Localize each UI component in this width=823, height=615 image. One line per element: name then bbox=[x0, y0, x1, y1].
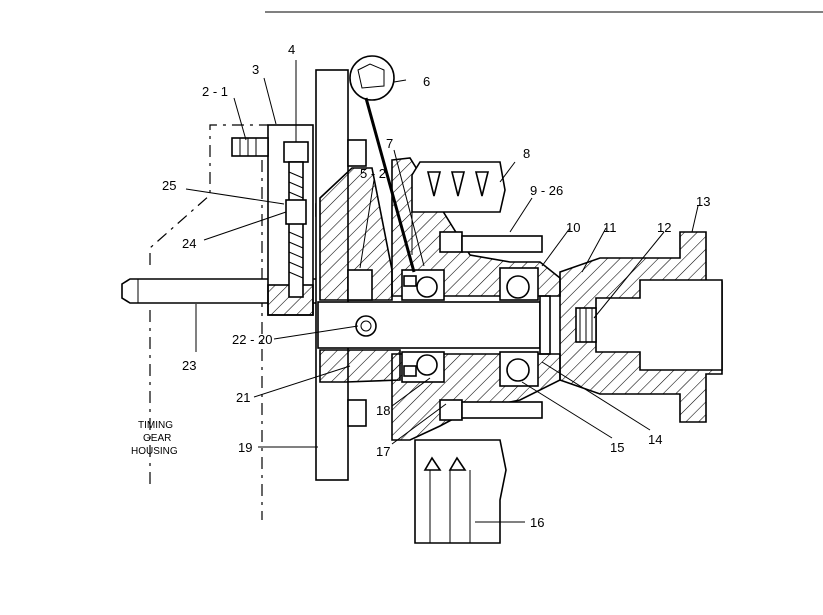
hub-housing-part bbox=[319, 167, 401, 383]
callout-21: 21 bbox=[236, 390, 250, 405]
callout-23: 23 bbox=[182, 358, 196, 373]
seal-detail-inset bbox=[349, 55, 416, 273]
housing-label-line3: HOUSING bbox=[131, 446, 178, 457]
pulley-top-part bbox=[411, 161, 506, 255]
callout-17: 17 bbox=[376, 444, 390, 459]
timing-gear-housing-label: TIMING GEAR HOUSING bbox=[131, 420, 178, 457]
callout-22-20: 22 - 20 bbox=[232, 332, 272, 347]
callout-12: 12 bbox=[657, 220, 671, 235]
housing-label-line2: GEAR bbox=[143, 433, 171, 444]
main-shaft-part bbox=[317, 295, 551, 355]
callout-5-2: 5 - 2 bbox=[360, 166, 386, 181]
callout-16: 16 bbox=[530, 515, 544, 530]
pulley-bottom-part bbox=[414, 439, 507, 544]
callout-24: 24 bbox=[182, 236, 196, 251]
callout-8: 8 bbox=[523, 146, 530, 161]
callout-18: 18 bbox=[376, 403, 390, 418]
callout-6: 6 bbox=[423, 74, 430, 89]
callout-14: 14 bbox=[648, 432, 662, 447]
callout-2-1: 2 - 1 bbox=[202, 84, 228, 99]
bearing-parts bbox=[401, 267, 539, 387]
housing-label-line1: TIMING bbox=[138, 420, 173, 431]
callout-15: 15 bbox=[610, 440, 624, 455]
spindle-housing-part bbox=[559, 231, 723, 423]
callout-7: 7 bbox=[386, 136, 393, 151]
callout-9-26: 9 - 26 bbox=[530, 183, 563, 198]
callout-labels: 2 - 1 3 4 6 5 - 2 7 8 9 - 26 10 11 12 13… bbox=[162, 42, 710, 530]
callout-25: 25 bbox=[162, 178, 176, 193]
callout-11: 11 bbox=[603, 220, 617, 235]
leader-lines bbox=[185, 60, 699, 523]
callout-13: 13 bbox=[696, 194, 710, 209]
callout-19: 19 bbox=[238, 440, 252, 455]
callout-3: 3 bbox=[252, 62, 259, 77]
callout-4: 4 bbox=[288, 42, 295, 57]
callout-10: 10 bbox=[566, 220, 580, 235]
